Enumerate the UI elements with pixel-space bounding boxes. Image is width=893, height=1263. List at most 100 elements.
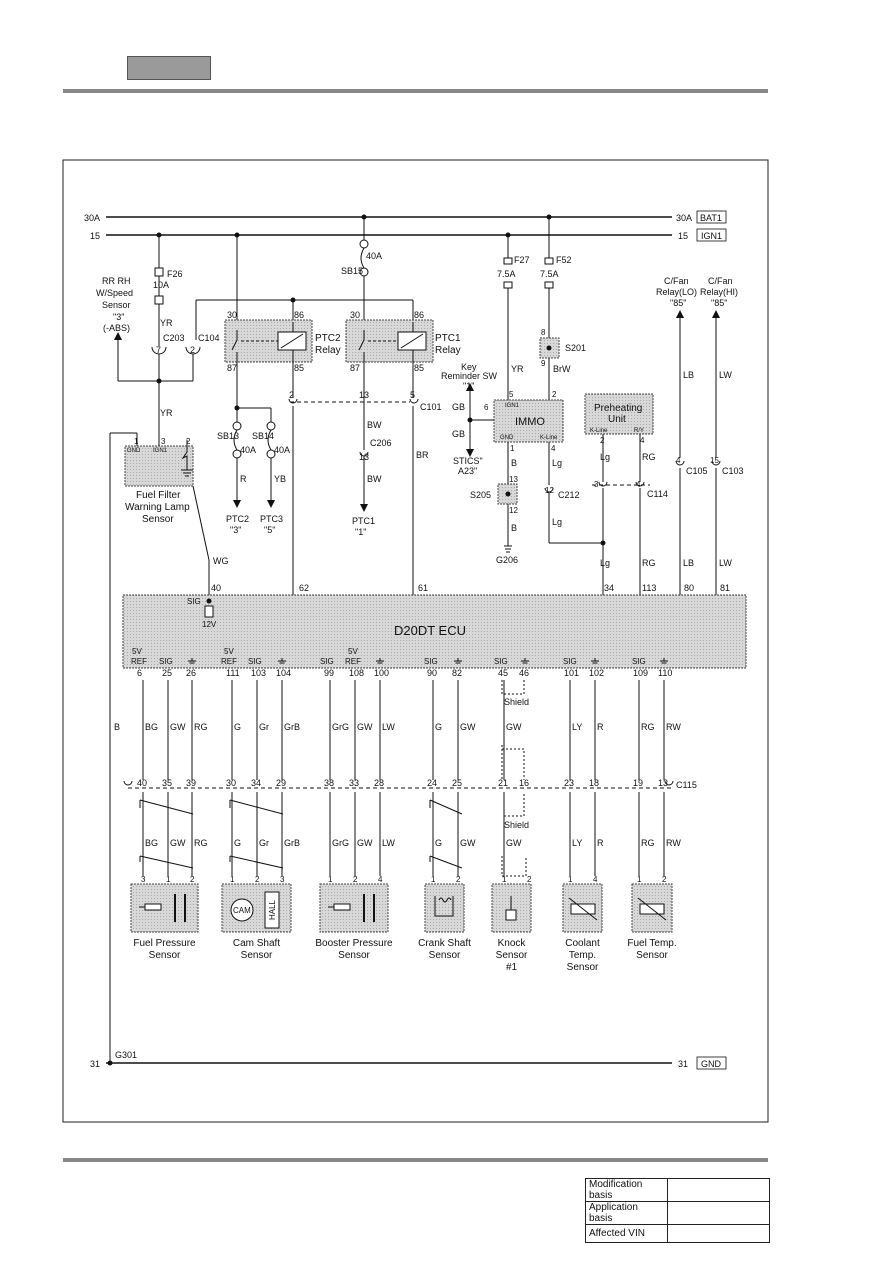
wire-color-lower: Gr <box>259 838 269 848</box>
c115-pin: 23 <box>564 778 574 788</box>
preheat-l2: Unit <box>608 414 626 425</box>
ecu-top-pin: 80 <box>684 583 694 593</box>
c115-pin: 40 <box>137 778 147 788</box>
wire-b-left: B <box>114 722 120 732</box>
s205-label: S205 <box>470 490 491 500</box>
g301-label: G301 <box>115 1050 137 1060</box>
cfan-hi-l2: Relay(HI) <box>700 287 738 297</box>
cam-label: CAM <box>233 906 251 915</box>
ecu-top-pin: 113 <box>642 583 656 593</box>
wire-gb-1: GB <box>452 402 465 412</box>
sensor-pin: 2 <box>527 875 532 884</box>
wire-color-lower: LW <box>382 838 395 848</box>
sensor-label: Fuel Temp. <box>627 938 676 949</box>
ff-l1: Fuel Filter <box>136 490 181 501</box>
sensor-pin: 2 <box>353 875 358 884</box>
fuel-filter-sensor <box>124 445 194 487</box>
rr-sensor-l5: (-ABS) <box>103 323 130 333</box>
footer-row: Modification basis <box>585 1178 770 1202</box>
sensor-label: Temp. <box>569 950 596 961</box>
stics-l2: A23" <box>458 466 477 476</box>
immo-p4: 4 <box>551 444 556 453</box>
ecu-bottom-pin: 102 <box>589 668 604 678</box>
sensor-pin: 2 <box>456 875 461 884</box>
ecu-pin-label: SIG <box>424 657 438 666</box>
ecu-pin-label: SIG <box>494 657 508 666</box>
wire-color-upper: R <box>597 722 604 732</box>
c115-pin: 18 <box>589 778 599 788</box>
sensor-label: Sensor <box>149 950 181 961</box>
ecu-bottom-pin: 100 <box>374 668 389 678</box>
footer-row: Affected VIN <box>585 1224 770 1243</box>
c101-pin-5: 5 <box>410 390 415 400</box>
sensor-label: Coolant <box>565 938 600 949</box>
wire-color-upper: Gr <box>259 722 269 732</box>
wire-color-lower: G <box>234 838 241 848</box>
immo-p1: 1 <box>510 444 515 453</box>
footer-info-table: Modification basis Application basis Aff… <box>585 1178 770 1243</box>
ptc2-arrow <box>233 500 241 508</box>
f26-branch <box>117 235 201 440</box>
sensor-box <box>424 883 465 933</box>
sb13-rating: 40A <box>240 445 256 455</box>
ecu-top-pin: 62 <box>299 583 309 593</box>
ptc1-sub: Relay <box>435 345 461 356</box>
ecu-top-pin: 34 <box>604 583 614 593</box>
wire-r: R <box>240 474 247 484</box>
c115-pin: 38 <box>324 778 334 788</box>
cfan-lo-l2: Relay(LO) <box>656 287 697 297</box>
wire-color-lower: GrB <box>284 838 300 848</box>
c105-pin: 4 <box>676 456 681 465</box>
sensor-label: #1 <box>506 962 518 973</box>
ptc1-p87: 87 <box>350 363 360 373</box>
sensor-pin: 2 <box>662 875 667 884</box>
wire-lg-3: Lg <box>600 452 610 462</box>
c203-pin: 7 <box>156 345 161 355</box>
ptc2-p86: 86 <box>294 310 304 320</box>
c115-pin: 21 <box>498 778 508 788</box>
power-rails <box>106 216 672 1064</box>
wire-color-lower: GW <box>357 838 373 848</box>
ptc2-sub: Relay <box>315 345 341 356</box>
f52-name: F52 <box>556 255 572 265</box>
f26-name: F26 <box>167 269 183 279</box>
ecu-name: D20DT ECU <box>394 623 466 638</box>
section-tab <box>127 56 211 80</box>
c105-label: C105 <box>686 466 708 476</box>
c104-pin: 2 <box>190 345 195 355</box>
ecu-bottom-pin: 82 <box>452 668 462 678</box>
c212-label: C212 <box>558 490 580 500</box>
sensor-pin: 3 <box>280 875 285 884</box>
sensor-box <box>319 883 389 933</box>
sensor-pin: 1 <box>502 875 507 884</box>
sensor-label: Crank Shaft <box>418 938 471 949</box>
wire-color-upper: BG <box>145 722 158 732</box>
wire-gb-2: GB <box>452 429 465 439</box>
wire-color-upper: GW <box>506 722 522 732</box>
sensor-label: Sensor <box>496 950 528 961</box>
sensor-label: Sensor <box>241 950 273 961</box>
gnd-rail-left: 31 <box>90 1059 100 1069</box>
sensor-label: Sensor <box>338 950 370 961</box>
ign-rail-right: 15 <box>678 231 688 241</box>
wire-lb-2: LB <box>683 558 694 568</box>
g206-label: G206 <box>496 555 518 565</box>
c206-pin: 13 <box>359 452 369 462</box>
sensor-pin: 1 <box>431 875 436 884</box>
ecu-pin-label: SIG <box>159 657 173 666</box>
ecu-bottom-pin: 6 <box>137 668 142 678</box>
ecu-bottom-pin: 110 <box>658 668 672 678</box>
sensor-label: Cam Shaft <box>233 938 280 949</box>
key-l2: Reminder SW <box>441 371 498 381</box>
shield-label-lower: Shield <box>504 820 529 830</box>
bat-rail-left: 30A <box>84 213 100 223</box>
ecu-pin-label: 5V <box>132 647 142 656</box>
ecu-bottom-pin: 108 <box>349 668 364 678</box>
ff-ign: IGN1 <box>153 448 168 454</box>
shield-label-upper: Shield <box>504 697 529 707</box>
f26-rating: 10A <box>153 280 169 290</box>
wire-lg-4: Lg <box>600 558 610 568</box>
ff-p1: 1 <box>134 437 139 446</box>
c115-pin: 13 <box>658 778 668 788</box>
